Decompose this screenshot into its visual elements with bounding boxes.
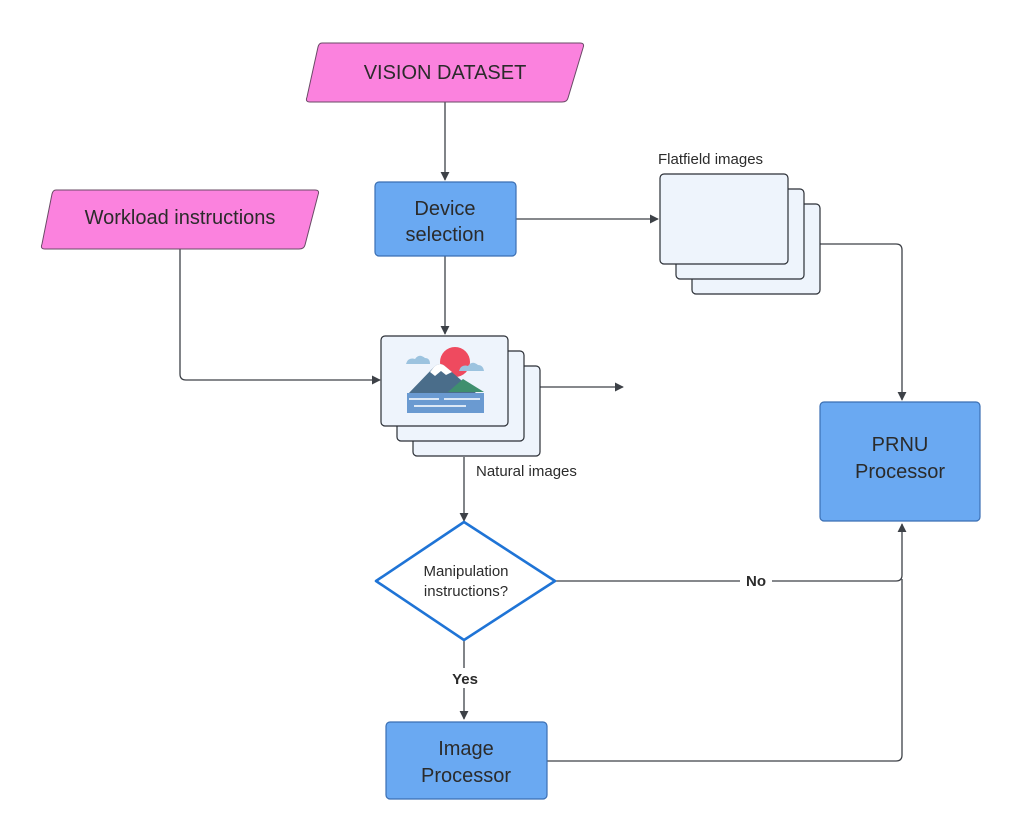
image-processor-label-line1: Image <box>438 738 494 760</box>
manipulation-decision-node[interactable]: Manipulation instructions? <box>374 520 557 642</box>
mountain-snow-shape <box>430 364 452 376</box>
edge-flatfield-to-prnu <box>820 243 907 401</box>
workload-instructions-node[interactable]: Workload instructions <box>40 189 320 250</box>
flatfield-images-node[interactable]: Flatfield images <box>658 151 821 295</box>
edges <box>179 102 907 762</box>
workload-instructions-shape <box>40 189 320 250</box>
workload-instructions-label: Workload instructions <box>85 207 276 229</box>
edge-workload-to-natural <box>179 249 381 385</box>
edge-decision-no-to-prnu <box>556 523 907 582</box>
natural-images-label: Natural images <box>476 463 577 480</box>
manipulation-decision-label-line1: Manipulation <box>423 563 508 580</box>
flatfield-card-front <box>659 173 789 265</box>
image-processor-node[interactable]: Image Processor <box>385 721 548 800</box>
prnu-processor-shape <box>819 401 981 522</box>
lake-line-1 <box>409 398 439 400</box>
lake-shape <box>407 393 484 413</box>
yes-label-bg <box>444 668 484 688</box>
foothill-shape <box>448 379 484 392</box>
prnu-processor-label-line2: Processor <box>855 461 945 483</box>
prnu-processor-label-line1: PRNU <box>872 434 929 456</box>
flatfield-images-label: Flatfield images <box>658 151 763 168</box>
no-label-bg <box>740 571 772 591</box>
prnu-processor-node[interactable]: PRNU Processor <box>819 401 981 522</box>
edge-image-processor-to-prnu <box>547 579 903 762</box>
vision-dataset-label: VISION DATASET <box>364 62 527 84</box>
device-selection-label-line2: selection <box>406 224 485 246</box>
device-selection-node[interactable]: Device selection <box>374 181 517 257</box>
device-selection-shape <box>374 181 517 257</box>
manipulation-decision-shape <box>374 520 557 642</box>
no-label: No <box>746 573 766 590</box>
image-processor-label-line2: Processor <box>421 765 511 787</box>
yes-label: Yes <box>452 671 478 688</box>
vision-dataset-shape <box>305 42 585 103</box>
lake-line-2 <box>444 398 480 400</box>
cloud-left-shape <box>406 355 430 364</box>
manipulation-decision-label-line2: instructions? <box>424 583 508 600</box>
image-processor-shape <box>385 721 548 800</box>
lake-line-3 <box>414 405 466 407</box>
natural-images-node[interactable]: Natural images <box>380 335 577 480</box>
device-selection-label-line1: Device <box>414 198 475 220</box>
landscape-mountain-sun-icon <box>406 347 484 413</box>
vision-dataset-node[interactable]: VISION DATASET <box>305 42 585 103</box>
cloud-right-shape <box>459 362 484 371</box>
